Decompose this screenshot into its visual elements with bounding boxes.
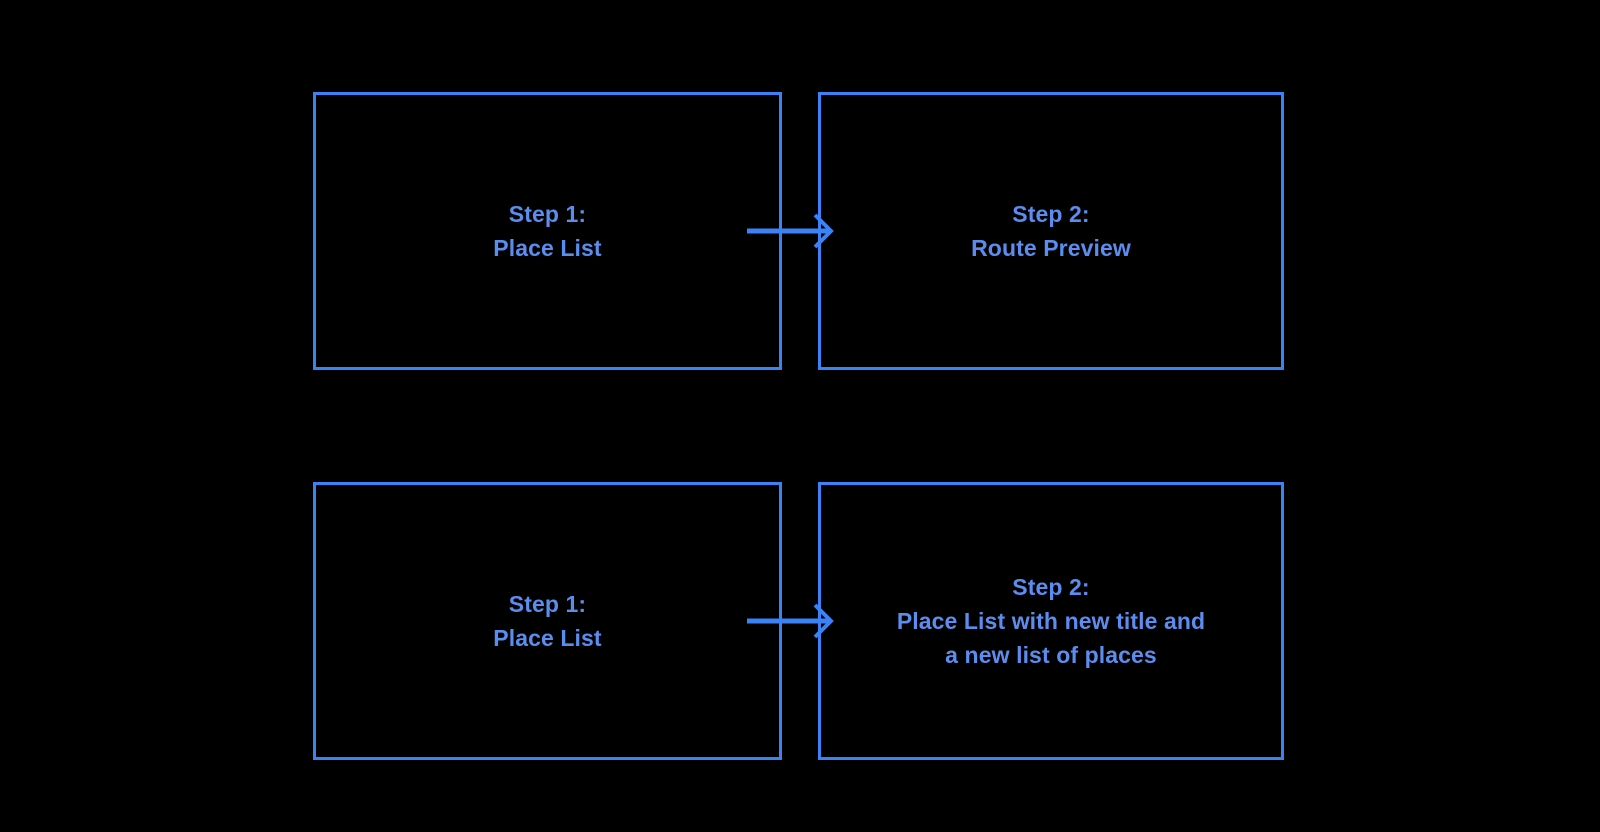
flow-row-1: Step 1: Place List Step 2: Route Preview — [313, 92, 1284, 370]
step-box-row2-step2[interactable]: Step 2: Place List with new title and a … — [818, 482, 1284, 760]
flow-row-2: Step 1: Place List Step 2: Place List wi… — [313, 482, 1284, 760]
step-box-row2-step1[interactable]: Step 1: Place List — [313, 482, 782, 760]
step-box-label: Step 2: Route Preview — [971, 201, 1131, 261]
step-box-label: Step 1: Place List — [493, 201, 602, 261]
step-box-label: Step 1: Place List — [493, 591, 602, 651]
step-box-row1-step1[interactable]: Step 1: Place List — [313, 92, 782, 370]
step-box-row1-step2[interactable]: Step 2: Route Preview — [818, 92, 1284, 370]
step-box-label: Step 2: Place List with new title and a … — [896, 574, 1206, 668]
